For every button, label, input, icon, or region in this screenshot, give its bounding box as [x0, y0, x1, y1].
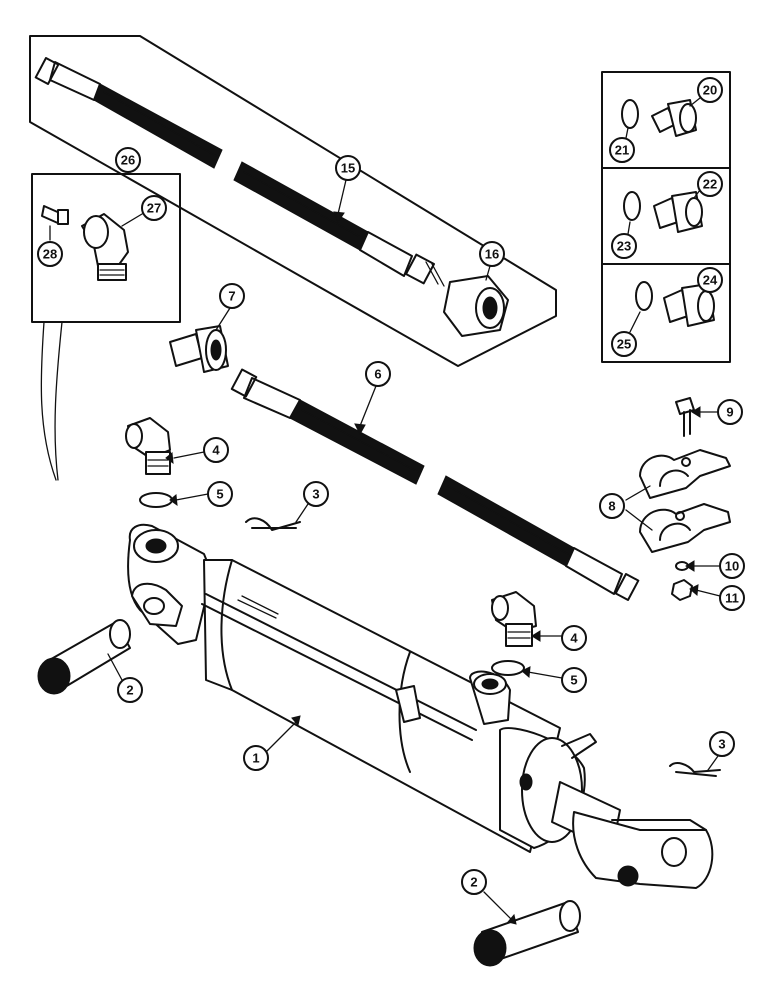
callout-8: 8	[599, 493, 625, 519]
part-21-oring	[621, 99, 639, 129]
part-2-clevis-pin-bottom	[473, 900, 581, 967]
part-7-adapter	[169, 325, 229, 373]
callout-28: 28	[37, 241, 63, 267]
callout-15-label: 15	[341, 161, 355, 176]
callout-24: 24	[697, 267, 723, 293]
callout-22-label: 22	[703, 177, 717, 192]
callout-5-bottom: 5	[561, 667, 587, 693]
callout-5-bottom-label: 5	[570, 673, 577, 688]
hose-6	[230, 368, 640, 601]
hose-left-end	[34, 57, 223, 169]
callout-21: 21	[609, 137, 635, 163]
callout-3-right: 3	[709, 731, 735, 757]
callout-15: 15	[335, 155, 361, 181]
part-16-nut	[443, 275, 509, 337]
callout-21-label: 21	[615, 143, 629, 158]
callout-27: 27	[141, 195, 167, 221]
part-27-elbow	[81, 213, 129, 281]
part-3-hairpin-clip-top	[245, 517, 301, 531]
callout-8-label: 8	[608, 499, 615, 514]
callout-6: 6	[365, 361, 391, 387]
callout-4-bottom: 4	[561, 625, 587, 651]
callout-3-right-label: 3	[718, 737, 725, 752]
callout-4-top-label: 4	[212, 443, 220, 458]
callout-22: 22	[697, 171, 723, 197]
callout-27-label: 27	[147, 201, 161, 216]
part-28-bleeder	[41, 205, 69, 225]
callout-16-label: 16	[485, 247, 499, 262]
elbow-kit-inset: 28 27	[31, 173, 181, 323]
callout-2-left-label: 2	[126, 683, 133, 698]
callout-3-top: 3	[303, 481, 329, 507]
part-9-bolt	[675, 397, 695, 437]
callout-4-bottom-label: 4	[570, 631, 578, 646]
part-23-oring	[623, 191, 641, 221]
callout-5-top: 5	[207, 481, 233, 507]
part-8-clamp-lower	[639, 503, 731, 553]
callout-7: 7	[219, 283, 245, 309]
callout-25-label: 25	[617, 337, 631, 352]
callout-10-label: 10	[725, 559, 739, 574]
part-22-adapter	[653, 191, 703, 233]
part-4-elbow-fitting-bottom	[491, 591, 537, 647]
part-2-clevis-pin-left	[37, 619, 131, 695]
callout-24-label: 24	[703, 273, 718, 288]
hose-kit-panel: 15 16	[29, 35, 557, 367]
hose-15	[233, 161, 445, 287]
inset-leader	[40, 321, 57, 481]
callout-2-bottom: 2	[461, 869, 487, 895]
callout-2-bottom-label: 2	[470, 875, 477, 890]
callout-25: 25	[611, 331, 637, 357]
callout-3-top-label: 3	[312, 487, 319, 502]
callout-9-label: 9	[726, 405, 733, 420]
callout-20-label: 20	[703, 83, 717, 98]
part-20-adapter	[651, 99, 697, 137]
callout-23: 23	[611, 233, 637, 259]
callout-9: 9	[717, 399, 743, 425]
part-3-hairpin-clip-right	[669, 762, 721, 777]
callout-1: 1	[243, 745, 269, 771]
part-4-elbow-fitting-top	[125, 417, 171, 475]
callout-1-label: 1	[252, 751, 259, 766]
adapter-kit-panel: 20 21 22 23	[601, 71, 731, 363]
part-24-adapter	[663, 283, 715, 327]
callout-6-label: 6	[374, 367, 381, 382]
callout-28-label: 28	[43, 247, 57, 262]
callout-11: 11	[719, 585, 745, 611]
part-8-clamp-upper	[639, 449, 731, 499]
callout-16: 16	[479, 241, 505, 267]
part-11-nut	[671, 579, 693, 601]
callout-23-label: 23	[617, 239, 631, 254]
callout-26-label: 26	[121, 153, 135, 168]
part-25-oring	[635, 281, 653, 311]
callout-4-top: 4	[203, 437, 229, 463]
part-5-oring-bottom	[491, 660, 525, 676]
callout-10: 10	[719, 553, 745, 579]
part-1-hydraulic-cylinder	[127, 523, 714, 889]
callout-20: 20	[697, 77, 723, 103]
callout-5-top-label: 5	[216, 487, 223, 502]
callout-2-left: 2	[117, 677, 143, 703]
callout-11-label: 11	[725, 591, 739, 606]
callout-26: 26	[115, 147, 141, 173]
part-5-oring-top	[139, 492, 173, 508]
callout-7-label: 7	[228, 289, 235, 304]
